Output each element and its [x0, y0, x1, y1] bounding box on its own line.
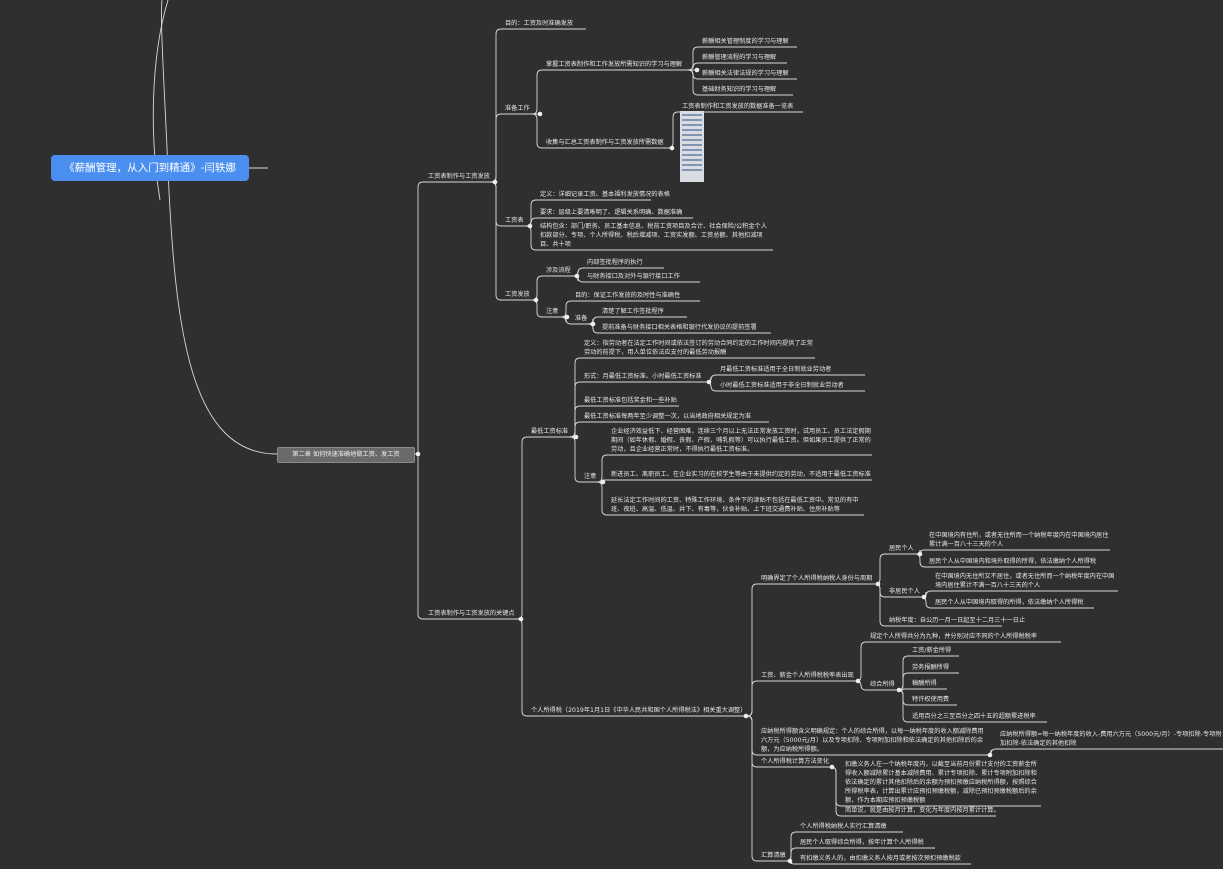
- topic-a1-prep-k[interactable]: 掌握工资表制作和工作发放所需知识的学习与理解: [546, 61, 683, 68]
- topic-a1-table-req[interactable]: 要求：层级上要清晰明了、逻辑关系明确、数据准确: [540, 209, 683, 216]
- topic-a1-pay-note-prep2[interactable]: 提前准备与财务接口相关表格和银行代发协议的提前签署: [602, 324, 757, 331]
- topic-tax-method1[interactable]: 扣缴义务人在一个纳税年度内，以截至当前月份累计支付的工资薪金所得收入额减除累计基…: [845, 761, 1037, 804]
- topic-mw-note1[interactable]: 企业经济效益低下、经营困难，连续三个月以上无法正常发放工资时，试用员工、员工法定…: [611, 428, 871, 453]
- topic-tax-id[interactable]: 明确界定了个人所得税纳税人身份与周期: [761, 575, 873, 582]
- topic-tax-comp3[interactable]: 稿酬所得: [912, 680, 937, 687]
- topic-a1-prep-c[interactable]: 收集与汇总工资表制作与工资发放所需数据: [546, 139, 664, 146]
- topic-a1-pay-note-prep1[interactable]: 清楚了解工作签批程序: [602, 308, 664, 315]
- topic-a1-pay[interactable]: 工资发放: [505, 291, 530, 298]
- topic-tax-settle[interactable]: 汇算清缴: [761, 852, 786, 859]
- topic-a1-prep-k2[interactable]: 薪酬管理流程的学习与理解: [702, 54, 777, 61]
- topic-a1-pay-inv2[interactable]: 与财务接口及对外与银行接口工作: [587, 273, 680, 280]
- topic-a1-pay-note[interactable]: 注意: [546, 308, 559, 315]
- topic-tax-comp2[interactable]: 劳务报酬所得: [912, 664, 950, 671]
- topic-a1-prep[interactable]: 准备工作: [505, 105, 530, 112]
- topic-mw[interactable]: 最低工资标准: [531, 428, 569, 435]
- topic-a1-table[interactable]: 工资表: [505, 217, 524, 224]
- topic-a1-pay-inv[interactable]: 涉及流程: [546, 267, 571, 274]
- topic-tax-settle1[interactable]: 个人所得税纳税人实行汇算清缴: [800, 823, 887, 830]
- topic-tax-method2[interactable]: 简单说，就是由按月计算，变化为年度内按月累计计算。: [845, 807, 1000, 814]
- topic-tax-comp[interactable]: 综合所得: [870, 681, 895, 688]
- topic-tax-wage[interactable]: 工资、薪金个人所得税税率表出现: [761, 672, 854, 679]
- topic-a1-pay-note-prep[interactable]: 准备: [575, 315, 588, 322]
- topic-a1-prep-k3[interactable]: 薪酬相关法律法规的学习与理解: [702, 70, 789, 77]
- topic-tax-year[interactable]: 纳税年度：自公历一月一日起至十二月三十一日止: [889, 617, 1026, 624]
- topic-tax-wage-rate[interactable]: 规定个人所得共分为九种，并分别对应不同的个人所得税税率: [870, 633, 1038, 640]
- topic-tax-non2[interactable]: 居民个人从中国境内取得的所得，依法缴纳个人所得税: [935, 599, 1084, 606]
- topic-a1-table-def[interactable]: 定义：详细记录工资、基本福利发放情况的表格: [540, 191, 670, 198]
- topic-tax-method[interactable]: 个人所得税计算方法变化: [761, 758, 830, 765]
- topic-mw-social[interactable]: 最低工资标准包括奖金和一些补贴: [584, 397, 677, 404]
- topic-tax-calc1[interactable]: 应纳税所得额=每一纳税年度的收入-费用六万元（5000元/月）-专项扣除-专项附…: [1000, 731, 1222, 747]
- topic-tax-comp4[interactable]: 特许权使用费: [912, 696, 950, 703]
- topic-mw-adjust[interactable]: 最低工资标准每两年至少调整一次，以当地政府相关规定为准: [584, 413, 752, 420]
- topic-mw-note[interactable]: 注意: [584, 473, 597, 480]
- topic-a1-goal[interactable]: 目的：工资及时准确发放: [505, 20, 574, 27]
- topic-mw-def[interactable]: 定义：指劳动者在法定工作时间或依法签订的劳动合同约定的工作时间内提供了正常劳动的…: [584, 340, 813, 356]
- topic-tax-calc[interactable]: 应纳税所得额含义明确规定：个人的综合所得，以每一纳税年度的收入额减除费用六万元（…: [761, 728, 984, 753]
- topic-a2[interactable]: 工资表制作与工资发放的关键点: [428, 610, 515, 617]
- root-topic[interactable]: 《薪酬管理，从入门到精通》-闫轶娜: [51, 155, 249, 181]
- topic-tax-res[interactable]: 居民个人: [889, 545, 914, 552]
- topic-a1-prep-c1[interactable]: 工资表制作和工资发放的数据准备一览表: [682, 103, 794, 110]
- topic-tax-non[interactable]: 非居民个人: [889, 588, 920, 595]
- table-thumbnail-image: [680, 111, 704, 182]
- topic-mw-note3[interactable]: 延长法定工作时间的工资、特殊工作环境、条件下的津贴不包括在最低工资中。常见的有中…: [611, 497, 859, 513]
- topic-tax-comp1[interactable]: 工资/薪金所得: [912, 647, 952, 654]
- topic-tax-comp5[interactable]: 适用百分之三至百分之四十五的超额累进税率: [912, 713, 1036, 720]
- topic-tax-non1[interactable]: 在中国境内无住所又不居住，或者无住所而一个纳税年度内在中国境内居住累计不满一百八…: [935, 573, 1115, 589]
- topic-mw-form1[interactable]: 月最低工资标准适用于全日制就业劳动者: [720, 366, 832, 373]
- topic-a1-pay-note-goal[interactable]: 目的：保证工作发放的及时性与准确性: [575, 292, 681, 299]
- topic-tax[interactable]: 个人所得税（2019年1月1日《中华人民共和国个人所得税法》相关重大调整）: [531, 707, 747, 714]
- chapter-topic[interactable]: 第二章 如何快速准确地做工资、发工资: [277, 447, 415, 463]
- topic-tax-settle3[interactable]: 有扣缴义务人的，由扣缴义务人按月或者按次预扣预缴税款: [800, 855, 961, 862]
- topic-tax-res1[interactable]: 在中国境内有住所，或者无住所而一个纳税年度内在中国境内居住累计满一百八十三天的个…: [929, 532, 1109, 548]
- topic-mw-form[interactable]: 形式：月最低工资标准、小时最低工资标准: [584, 373, 702, 380]
- topic-a1[interactable]: 工资表制作与工资发放: [428, 173, 490, 180]
- topic-a1-prep-k4[interactable]: 基础财务知识的学习与理解: [702, 86, 777, 93]
- topic-tax-settle2[interactable]: 居民个人取得综合所得，按年计算个人所得税: [800, 839, 924, 846]
- topic-a1-prep-k1[interactable]: 薪酬相关管理制度的学习与理解: [702, 38, 789, 45]
- topic-mw-form2[interactable]: 小时最低工资标准适用于非全日制就业劳动者: [720, 382, 844, 389]
- topic-mw-note2[interactable]: 新进员工、离职员工、在企业实习的在校学生等由于未提供约定的劳动，不适用于最低工资…: [611, 471, 871, 478]
- topic-a1-pay-inv1[interactable]: 内部签批程序的执行: [587, 259, 643, 266]
- topic-tax-res2[interactable]: 居民个人从中国境内和境外取得的所得，依法缴纳个人所得税: [929, 558, 1097, 565]
- topic-a1-table-struct[interactable]: 结构包含：部门/职务、员工基本信息、税前工资项目及合计、社会保险/公积金个人扣款…: [540, 223, 767, 248]
